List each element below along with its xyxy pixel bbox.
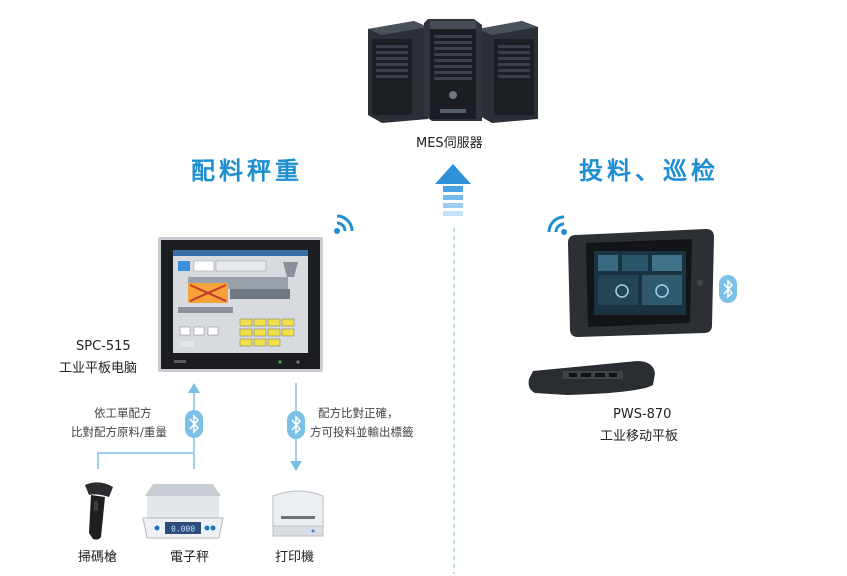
- server-icon: [368, 19, 538, 123]
- label-printer: [272, 490, 324, 537]
- bluetooth-icon: [719, 275, 737, 303]
- scale-label: 電子秤: [170, 550, 210, 565]
- center-divider: [453, 228, 455, 574]
- pws-desc: 工业移动平板: [600, 429, 679, 444]
- pws-870-tablet: [568, 229, 714, 337]
- server-label: MES伺服器: [416, 136, 483, 151]
- bluetooth-icon: [287, 411, 305, 439]
- scale-display: 0.000: [171, 525, 195, 534]
- spc-model: SPC-515: [76, 339, 131, 354]
- pws-model: PWS-870: [613, 407, 672, 422]
- pws-dock: [528, 361, 655, 395]
- bluetooth-icon: [185, 410, 203, 438]
- flow-right-line1: 配方比對正確，: [318, 406, 399, 420]
- wifi-icon: [547, 215, 567, 235]
- upload-arrow-icon: [435, 164, 471, 216]
- electronic-scale: 0.000: [142, 484, 224, 539]
- left-section-title: 配料秤重: [191, 157, 303, 185]
- spc-515-panel-pc: [158, 237, 323, 372]
- spc-desc: 工业平板电脑: [59, 361, 138, 376]
- right-section-title: 投料、巡检: [579, 157, 719, 185]
- flow-left-line1: 依工單配方: [94, 406, 152, 420]
- flow-right-line2: 方可投料並輸出標籤: [310, 425, 414, 439]
- flow-left-line2: 比對配方原料/重量: [71, 425, 167, 439]
- printer-label: 打印機: [275, 550, 315, 565]
- scanner-label: 掃碼槍: [78, 550, 118, 565]
- barcode-scanner: [85, 482, 113, 540]
- wifi-icon: [334, 214, 354, 234]
